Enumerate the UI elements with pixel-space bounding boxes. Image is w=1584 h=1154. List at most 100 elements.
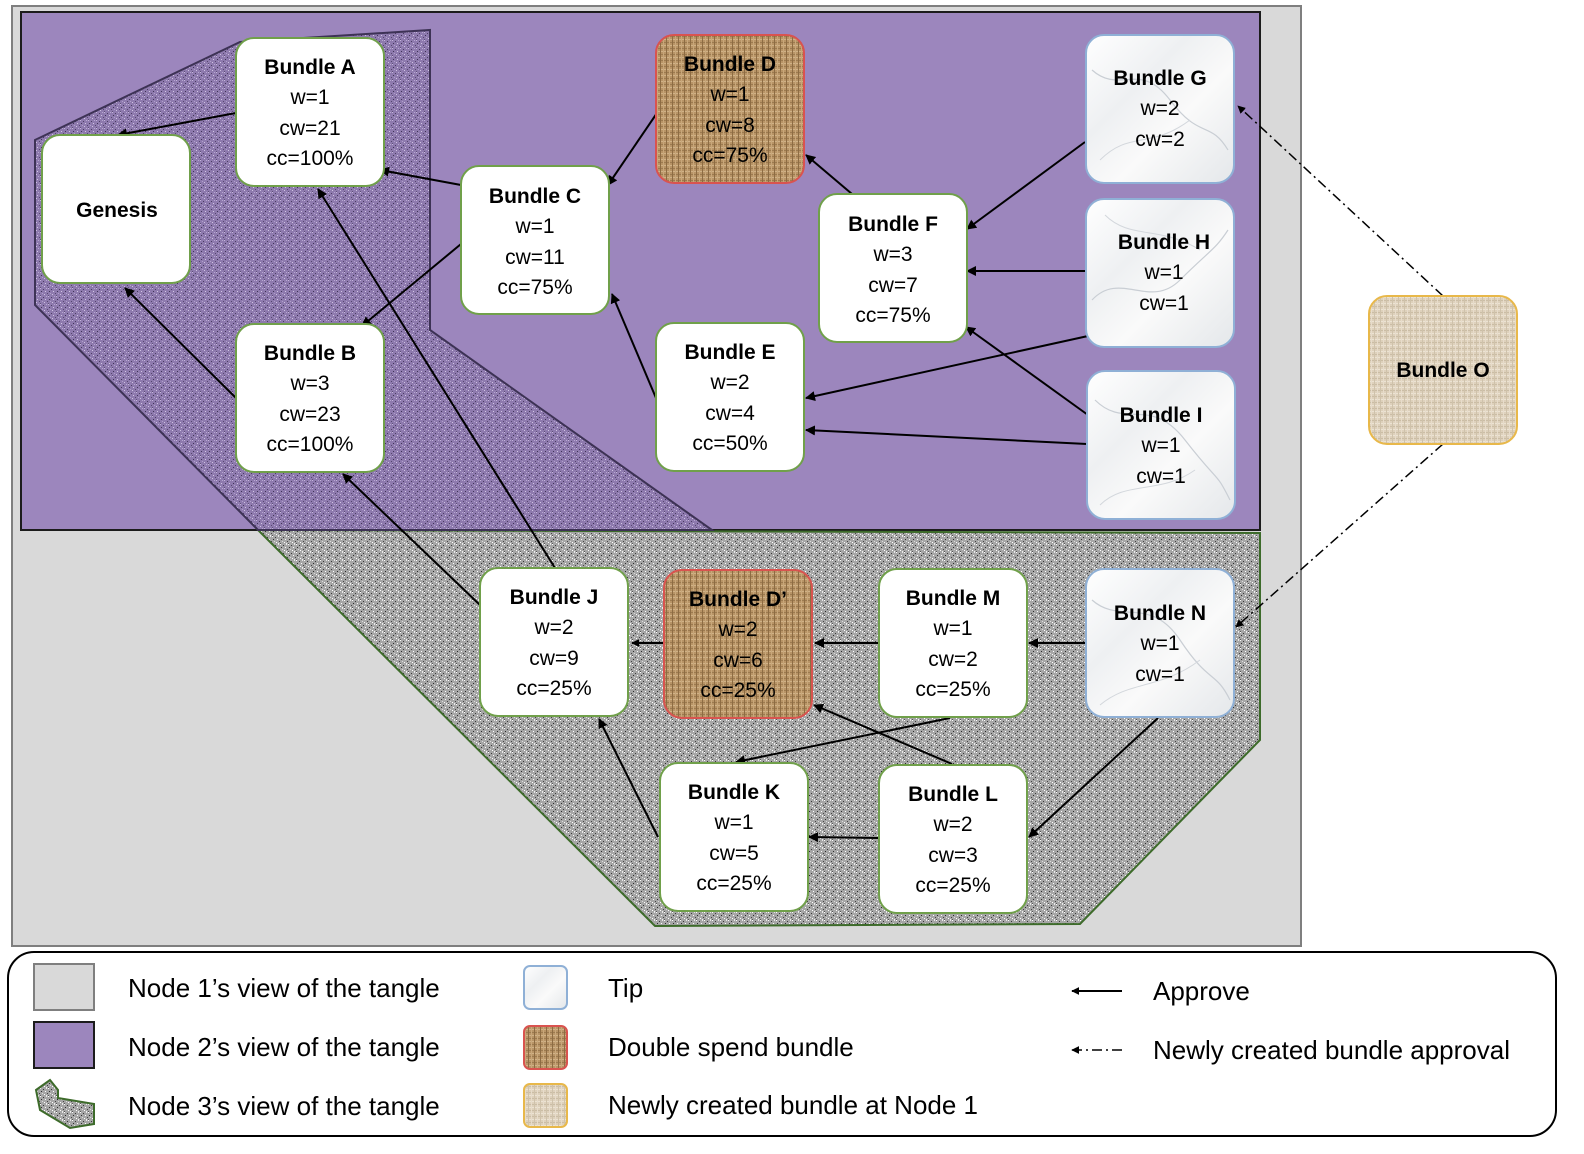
- bundle-c-cumulative-weight: cw=11: [505, 246, 565, 269]
- bundle-e-weight: w=2: [709, 371, 749, 394]
- bundle-j[interactable]: Bundle J w=2 cw=9 cc=25%: [479, 567, 629, 717]
- bundle-e[interactable]: Bundle E w=2 cw=4 cc=50%: [655, 322, 805, 472]
- bundle-c-weight: w=1: [514, 215, 554, 238]
- edge-c-b: [361, 243, 462, 327]
- bundle-g-weight: w=2: [1139, 97, 1179, 120]
- bundle-e-title: Bundle E: [684, 341, 775, 364]
- edge-e-c: [610, 293, 657, 399]
- legend-new-bundle-swatch: [523, 1083, 568, 1128]
- approve-arrows: [117, 112, 1159, 843]
- edge-h-e: [805, 335, 1089, 401]
- bundle-a-confirmation: cc=100%: [267, 147, 354, 170]
- edge-n-l: [1028, 717, 1159, 838]
- edge-j-a: [317, 188, 556, 569]
- edge-g-f: [966, 141, 1086, 230]
- legend: Node 1’s view of the tangle Node 2’s vie…: [7, 951, 1557, 1137]
- bundle-k-weight: w=1: [713, 811, 753, 834]
- bundle-n-weight: w=1: [1139, 632, 1179, 655]
- bundle-c-confirmation: cc=75%: [497, 276, 572, 299]
- new-approval-arrows: [1235, 105, 1444, 628]
- bundle-l-weight: w=2: [932, 813, 972, 836]
- legend-new-bundle-label: Newly created bundle at Node 1: [608, 1090, 978, 1120]
- bundle-j-title: Bundle J: [510, 586, 599, 609]
- legend-new-approval-label: Newly created bundle approval: [1153, 1035, 1510, 1065]
- bundle-d-prime[interactable]: Bundle D’ w=2 cw=6 cc=25%: [663, 569, 813, 719]
- bundle-d-prime-weight: w=2: [717, 618, 757, 641]
- bundle-m[interactable]: Bundle M w=1 cw=2 cc=25%: [878, 568, 1028, 718]
- bundle-j-weight: w=2: [533, 616, 573, 639]
- legend-node1-label: Node 1’s view of the tangle: [128, 973, 440, 1003]
- bundle-genesis-title: Genesis: [76, 199, 158, 222]
- bundle-m-cumulative-weight: cw=2: [928, 648, 978, 671]
- legend-frame: [7, 951, 1557, 1137]
- bundle-a[interactable]: Bundle A w=1 cw=21 cc=100%: [235, 37, 385, 187]
- bundle-k-title: Bundle K: [688, 781, 780, 804]
- bundle-b-cumulative-weight: cw=23: [279, 403, 340, 426]
- edge-o-n: [1235, 443, 1444, 628]
- bundle-i[interactable]: Bundle I w=1 cw=1: [1086, 370, 1236, 520]
- bundle-n[interactable]: Bundle N w=1 cw=1: [1085, 568, 1235, 718]
- bundle-c[interactable]: Bundle C w=1 cw=11 cc=75%: [460, 165, 610, 315]
- edge-d-c: [607, 112, 658, 186]
- bundle-k[interactable]: Bundle K w=1 cw=5 cc=25%: [659, 762, 809, 912]
- bundle-g[interactable]: Bundle G w=2 cw=2: [1085, 34, 1235, 184]
- edge-k-j: [598, 718, 659, 838]
- bundle-e-confirmation: cc=50%: [692, 432, 767, 455]
- bundle-o[interactable]: Bundle O: [1368, 295, 1518, 445]
- edge-b-genesis: [124, 287, 237, 399]
- bundle-h[interactable]: Bundle H w=1 cw=1: [1085, 198, 1235, 348]
- bundle-d-confirmation: cc=75%: [692, 144, 767, 167]
- bundle-m-title: Bundle M: [906, 587, 1001, 610]
- bundle-d-weight: w=1: [709, 83, 749, 106]
- bundle-j-confirmation: cc=25%: [516, 677, 591, 700]
- bundle-l[interactable]: Bundle L w=2 cw=3 cc=25%: [878, 764, 1028, 914]
- bundle-l-title: Bundle L: [908, 783, 998, 806]
- edge-l-dp: [813, 703, 953, 765]
- edge-a-genesis: [117, 112, 237, 139]
- bundle-a-cumulative-weight: cw=21: [279, 117, 340, 140]
- bundle-d[interactable]: Bundle D w=1 cw=8 cc=75%: [655, 34, 805, 184]
- legend-node2-label: Node 2’s view of the tangle: [128, 1032, 440, 1062]
- bundle-l-confirmation: cc=25%: [915, 874, 990, 897]
- bundle-f-confirmation: cc=75%: [855, 304, 930, 327]
- bundle-n-title: Bundle N: [1114, 602, 1206, 625]
- edge-j-b: [342, 473, 481, 606]
- bundle-i-cumulative-weight: cw=1: [1136, 465, 1186, 488]
- bundle-d-prime-cumulative-weight: cw=6: [713, 649, 763, 672]
- legend-node3-swatch: [34, 1078, 95, 1130]
- bundle-b[interactable]: Bundle B w=3 cw=23 cc=100%: [235, 323, 385, 473]
- legend-double-spend-label: Double spend bundle: [608, 1032, 854, 1062]
- bundle-o-title: Bundle O: [1396, 359, 1489, 382]
- legend-approve-label: Approve: [1153, 976, 1250, 1006]
- legend-double-spend-swatch: [523, 1025, 568, 1070]
- legend-node2-swatch: [33, 1021, 95, 1069]
- legend-node1-swatch: [33, 963, 95, 1011]
- bundle-genesis[interactable]: Genesis: [41, 134, 191, 284]
- bundle-i-title: Bundle I: [1120, 404, 1203, 427]
- bundle-b-title: Bundle B: [264, 342, 356, 365]
- bundle-d-cumulative-weight: cw=8: [705, 114, 755, 137]
- bundle-l-cumulative-weight: cw=3: [928, 844, 978, 867]
- bundle-f-cumulative-weight: cw=7: [868, 274, 918, 297]
- edge-c-a: [379, 166, 462, 186]
- bundle-k-confirmation: cc=25%: [696, 872, 771, 895]
- legend-tip-swatch: [523, 965, 568, 1010]
- bundle-g-title: Bundle G: [1113, 67, 1206, 90]
- bundle-m-weight: w=1: [932, 617, 972, 640]
- bundle-b-weight: w=3: [289, 372, 329, 395]
- bundle-f-title: Bundle F: [848, 213, 938, 236]
- bundle-g-cumulative-weight: cw=2: [1135, 128, 1185, 151]
- edge-i-e: [805, 425, 1088, 445]
- bundle-d-prime-title: Bundle D’: [689, 588, 787, 611]
- bundle-b-confirmation: cc=100%: [267, 433, 354, 456]
- bundle-a-weight: w=1: [289, 86, 329, 109]
- bundle-f-weight: w=3: [872, 243, 912, 266]
- bundle-h-weight: w=1: [1143, 261, 1183, 284]
- edge-o-g: [1237, 105, 1444, 297]
- bundle-n-cumulative-weight: cw=1: [1135, 663, 1185, 686]
- legend-node3-label: Node 3’s view of the tangle: [128, 1091, 440, 1121]
- bundle-f[interactable]: Bundle F w=3 cw=7 cc=75%: [818, 193, 968, 343]
- edge-i-f: [965, 326, 1089, 416]
- bundle-h-title: Bundle H: [1118, 231, 1210, 254]
- bundle-m-confirmation: cc=25%: [915, 678, 990, 701]
